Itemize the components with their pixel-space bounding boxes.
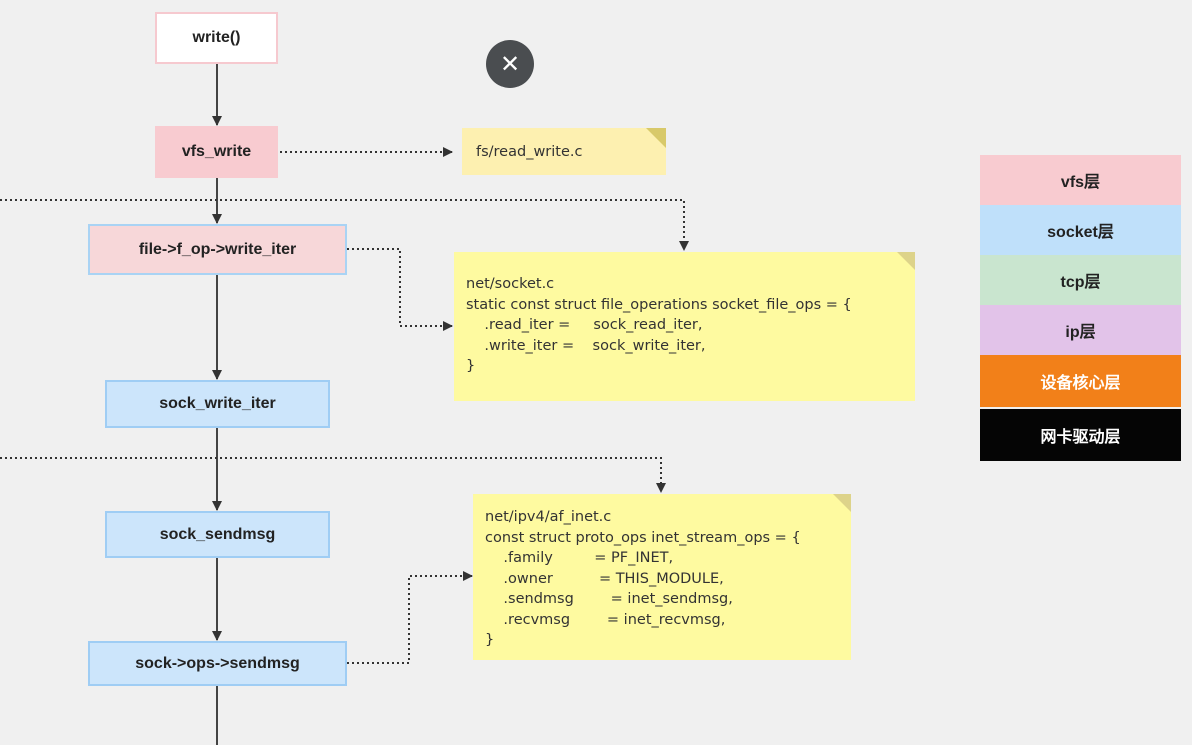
close-button[interactable]: ✕ [486, 40, 534, 88]
legend-item-nic: 网卡驱动层 [980, 409, 1181, 461]
dotted-mid-to-afinet [0, 457, 666, 493]
node-ops-sendmsg-label: sock->ops->sendmsg [135, 654, 300, 672]
close-icon: ✕ [499, 50, 521, 78]
legend-item-ip: ip层 [980, 305, 1181, 355]
legend-label-core: 设备核心层 [1040, 375, 1121, 392]
node-vfs-write[interactable]: vfs_write [155, 126, 278, 178]
node-ops-sendmsg[interactable]: sock->ops->sendmsg [88, 641, 347, 686]
legend-item-socket: socket层 [980, 205, 1181, 255]
legend-label-ip: ip层 [1065, 324, 1096, 341]
legend-item-core: 设备核心层 [980, 355, 1181, 407]
node-sock-write-iter-label: sock_write_iter [159, 395, 276, 412]
note-read-write-text: fs/read_write.c [476, 144, 583, 160]
note-af-inet-c: net/ipv4/af_inet.c const struct proto_op… [473, 494, 851, 660]
dotted-fop-socketc [347, 248, 453, 331]
legend-label-socket: socket层 [1047, 224, 1114, 241]
dotted-ops-afinet [347, 571, 473, 664]
legend-label-tcp: tcp层 [1060, 274, 1101, 291]
legend-item-tcp: tcp层 [980, 255, 1181, 305]
node-f-op-write-iter-label: file->f_op->write_iter [138, 240, 297, 258]
legend-item-vfs: vfs层 [980, 155, 1181, 205]
node-write[interactable]: write() [155, 12, 278, 64]
legend-label-vfs: vfs层 [1060, 174, 1101, 191]
node-write-label: write() [192, 29, 241, 46]
node-sock-sendmsg-label: sock_sendmsg [159, 525, 276, 543]
node-f-op-write-iter[interactable]: file->f_op->write_iter [88, 224, 347, 275]
legend-label-nic: 网卡驱动层 [1040, 429, 1121, 446]
node-sock-write-iter[interactable]: sock_write_iter [105, 380, 330, 428]
layer-legend: vfs层 socket层 tcp层 ip层 设备核心层 网卡驱动层 [980, 155, 1181, 461]
node-sock-sendmsg[interactable]: sock_sendmsg [105, 511, 330, 558]
note-socket-c: net/socket.c static const struct file_op… [454, 252, 915, 401]
note-read-write: fs/read_write.c [462, 128, 666, 175]
note-af-inet-c-text: net/ipv4/af_inet.c const struct proto_op… [485, 509, 801, 648]
note-socket-c-text: net/socket.c static const struct file_op… [466, 276, 852, 374]
node-vfs-write-label: vfs_write [181, 143, 252, 160]
